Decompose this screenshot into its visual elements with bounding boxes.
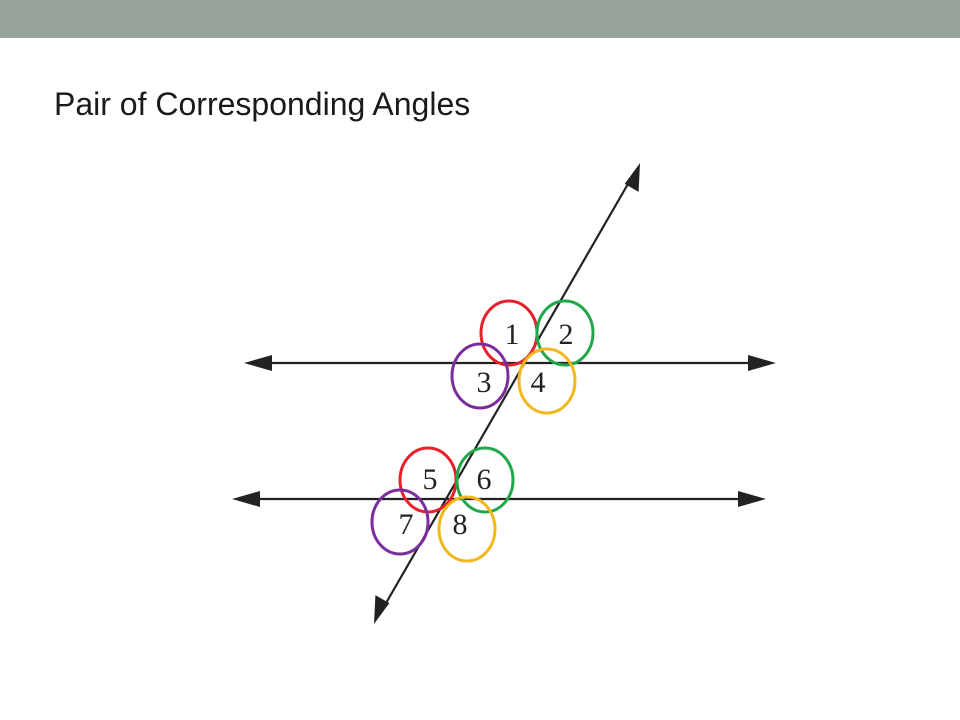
angle-5-label: 5 xyxy=(423,463,438,496)
angle-1-label: 1 xyxy=(505,318,520,351)
transversal-line xyxy=(374,163,640,624)
angle-8-ring xyxy=(437,495,497,563)
angle-2-ring xyxy=(535,299,595,367)
angle-3-ring xyxy=(450,342,510,410)
lower-parallel-line xyxy=(232,491,766,507)
angle-7-marker: 7 xyxy=(370,488,430,556)
header-bar xyxy=(0,0,960,38)
angle-6-label: 6 xyxy=(477,463,492,496)
angle-8-marker: 8 xyxy=(437,495,497,563)
angle-3-marker: 3 xyxy=(450,342,510,410)
upper-parallel-line xyxy=(244,355,776,371)
angle-6-ring xyxy=(455,446,515,514)
angle-4-marker: 4 xyxy=(517,347,577,415)
slide-title: Pair of Corresponding Angles xyxy=(54,86,471,122)
angle-3-label: 3 xyxy=(477,366,492,399)
angle-5-marker: 5 xyxy=(398,446,458,514)
angle-8-label: 8 xyxy=(453,508,468,541)
angle-7-label: 7 xyxy=(399,508,414,541)
angle-4-ring xyxy=(517,347,577,415)
angle-2-label: 2 xyxy=(559,318,574,351)
angle-2-marker: 2 xyxy=(535,299,595,367)
angle-6-marker: 6 xyxy=(455,446,515,514)
angle-4-label: 4 xyxy=(531,366,546,399)
angle-7-ring xyxy=(370,488,430,556)
